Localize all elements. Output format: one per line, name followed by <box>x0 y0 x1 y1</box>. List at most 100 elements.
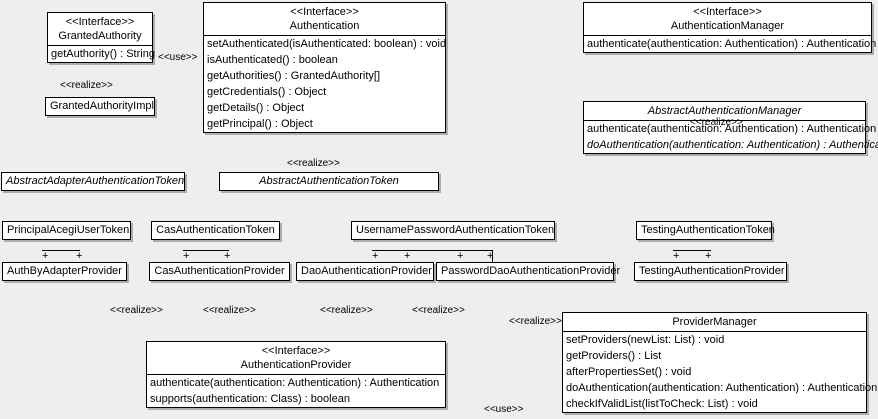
method-item: getAuthorities() : GrantedAuthority[] <box>207 70 381 82</box>
class-box-authentication-provider[interactable]: <<Interface>> AuthenticationProvider aut… <box>146 341 446 408</box>
method-item: getPrincipal() : Object <box>207 118 313 130</box>
stereotype-label: <<Interface>> <box>65 16 135 28</box>
class-box-cas-authentication-provider[interactable]: CasAuthenticationProvider <box>149 262 290 281</box>
class-header-username-password-authentication-token: UsernamePasswordAuthenticationToken <box>352 222 554 239</box>
class-box-authentication-manager[interactable]: <<Interface>> AuthenticationManager auth… <box>583 2 877 53</box>
stereotype-label: <<Interface>> <box>261 345 331 357</box>
method-item: authenticate(authentication: Authenticat… <box>587 123 877 135</box>
class-name: AuthenticationProvider <box>240 359 352 371</box>
class-name: AuthByAdapterProvider <box>7 265 122 277</box>
compartment-divider <box>48 45 152 46</box>
method-compartment-authentication: setAuthenticated(isAuthenticated: boolea… <box>204 36 447 132</box>
class-header-abstract-authentication-token: AbstractAuthenticationToken <box>220 173 438 190</box>
class-box-abstract-adapter-authentication-token[interactable]: AbstractAdapterAuthenticationToken <box>1 172 185 191</box>
method-item: authenticate(authentication: Authenticat… <box>150 377 440 389</box>
class-box-testing-authentication-provider[interactable]: TestingAuthenticationProvider <box>634 262 787 281</box>
multiplicity-marker: + <box>183 250 190 262</box>
multiplicity-marker: + <box>42 250 49 262</box>
method-compartment-provider-manager: setProviders(newList: List) : void getPr… <box>563 332 878 412</box>
class-name: Authentication <box>289 20 360 32</box>
method-item: doAuthentication(authentication: Authent… <box>566 382 878 394</box>
method-compartment-authentication-manager: authenticate(authentication: Authenticat… <box>584 36 877 52</box>
class-box-principal-acegi-user-token[interactable]: PrincipalAcegiUserToken <box>2 221 131 240</box>
class-header-testing-authentication-token: TestingAuthenticationToken <box>637 222 775 239</box>
class-name: UsernamePasswordAuthenticationToken <box>356 224 555 236</box>
compartment-divider <box>563 331 866 332</box>
class-box-granted-authority[interactable]: <<Interface>> GrantedAuthority getAuthor… <box>47 12 155 63</box>
relationship-label-realize-abstractmanager: <<realize>> <box>690 117 743 128</box>
method-item: isAuthenticated() : boolean <box>207 54 338 66</box>
method-item: getCredentials() : Object <box>207 86 327 98</box>
method-compartment-authentication-provider: authenticate(authentication: Authenticat… <box>147 375 445 407</box>
method-item: doAuthentication(authentication: Authent… <box>587 139 878 151</box>
class-box-password-dao-authentication-provider[interactable]: PasswordDaoAuthenticationProvider <box>436 262 620 281</box>
association-line <box>673 250 711 251</box>
method-item: afterPropertiesSet() : void <box>566 366 692 378</box>
stereotype-label: <<Interface>> <box>693 6 762 18</box>
class-name: PrincipalAcegiUserToken <box>7 224 130 236</box>
compartment-divider <box>584 35 871 36</box>
class-name: TestingAuthenticationProvider <box>639 265 785 277</box>
class-name: AbstractAuthenticationManager <box>647 105 802 117</box>
method-compartment-abstract-authentication-manager: authenticate(authentication: Authenticat… <box>584 121 878 153</box>
class-header-password-dao-authentication-provider: PasswordDaoAuthenticationProvider <box>437 263 620 280</box>
stereotype-label: <<Interface>> <box>290 6 359 18</box>
method-item: authenticate(authentication: Authenticat… <box>587 38 877 50</box>
association-line <box>42 250 80 251</box>
relationship-label-realize-casprovider: <<realize>> <box>203 305 256 316</box>
method-item: getDetails() : Object <box>207 102 305 114</box>
relationship-label-use-providermanager: <<use>> <box>484 404 524 415</box>
class-header-testing-authentication-provider: TestingAuthenticationProvider <box>635 263 786 280</box>
compartment-divider <box>204 35 445 36</box>
class-header-dao-authentication-provider: DaoAuthenticationProvider <box>297 263 433 280</box>
relationship-label-realize-abstracttoken: <<realize>> <box>287 158 340 169</box>
method-item: checkIfValidList(listToCheck: List) : vo… <box>566 398 758 410</box>
class-header-authentication-manager: <<Interface>> AuthenticationManager <box>584 3 871 35</box>
multiplicity-marker: + <box>404 250 411 262</box>
class-box-testing-authentication-token[interactable]: TestingAuthenticationToken <box>636 221 775 240</box>
class-header-abstract-adapter-authentication-token: AbstractAdapterAuthenticationToken <box>2 173 184 190</box>
class-header-provider-manager: ProviderManager <box>563 313 866 331</box>
class-name: CasAuthenticationToken <box>156 224 275 236</box>
class-header-auth-by-adapter-provider: AuthByAdapterProvider <box>3 263 126 280</box>
method-compartment-granted-authority: getAuthority() : String <box>48 46 155 62</box>
multiplicity-marker: + <box>487 250 494 262</box>
class-header-granted-authority: <<Interface>> GrantedAuthority <box>48 13 152 45</box>
class-box-granted-authority-impl[interactable]: GrantedAuthorityImpl <box>45 97 155 116</box>
class-name: DaoAuthenticationProvider <box>301 265 432 277</box>
method-item: supports(authentication: Class) : boolea… <box>150 393 350 405</box>
method-item: setAuthenticated(isAuthenticated: boolea… <box>207 38 447 50</box>
class-header-cas-authentication-provider: CasAuthenticationProvider <box>150 263 289 280</box>
multiplicity-marker: + <box>372 250 379 262</box>
class-box-cas-authentication-token[interactable]: CasAuthenticationToken <box>151 221 280 240</box>
class-header-authentication-provider: <<Interface>> AuthenticationProvider <box>147 342 445 374</box>
method-item: getProviders() : List <box>566 350 662 362</box>
class-header-authentication: <<Interface>> Authentication <box>204 3 445 35</box>
class-name: TestingAuthenticationToken <box>641 224 775 236</box>
association-line <box>183 250 229 251</box>
class-box-auth-by-adapter-provider[interactable]: AuthByAdapterProvider <box>2 262 127 281</box>
class-box-provider-manager[interactable]: ProviderManager setProviders(newList: Li… <box>562 312 878 413</box>
compartment-divider <box>147 374 445 375</box>
multiplicity-marker: + <box>705 250 712 262</box>
method-item: setProviders(newList: List) : void <box>566 334 725 346</box>
multiplicity-marker: + <box>673 250 680 262</box>
association-line <box>492 250 493 262</box>
class-header-cas-authentication-token: CasAuthenticationToken <box>152 222 279 239</box>
class-box-abstract-authentication-token[interactable]: AbstractAuthenticationToken <box>219 172 439 191</box>
class-box-dao-authentication-provider[interactable]: DaoAuthenticationProvider <box>296 262 434 281</box>
class-box-username-password-authentication-token[interactable]: UsernamePasswordAuthenticationToken <box>351 221 555 240</box>
class-name: GrantedAuthorityImpl <box>50 100 154 112</box>
compartment-divider <box>584 120 865 121</box>
relationship-label-realize-grantedauthorityimpl: <<realize>> <box>60 80 113 91</box>
class-box-abstract-authentication-manager[interactable]: AbstractAuthenticationManager authentica… <box>583 101 878 154</box>
class-name: AbstractAuthenticationToken <box>259 175 399 187</box>
class-header-principal-acegi-user-token: PrincipalAcegiUserToken <box>3 222 130 239</box>
class-box-authentication[interactable]: <<Interface>> Authentication setAuthenti… <box>203 2 446 133</box>
class-name: AuthenticationManager <box>670 20 785 32</box>
class-name: CasAuthenticationProvider <box>154 265 285 277</box>
method-item: getAuthority() : String <box>51 48 155 60</box>
association-line <box>372 250 492 251</box>
multiplicity-marker: + <box>457 250 464 262</box>
